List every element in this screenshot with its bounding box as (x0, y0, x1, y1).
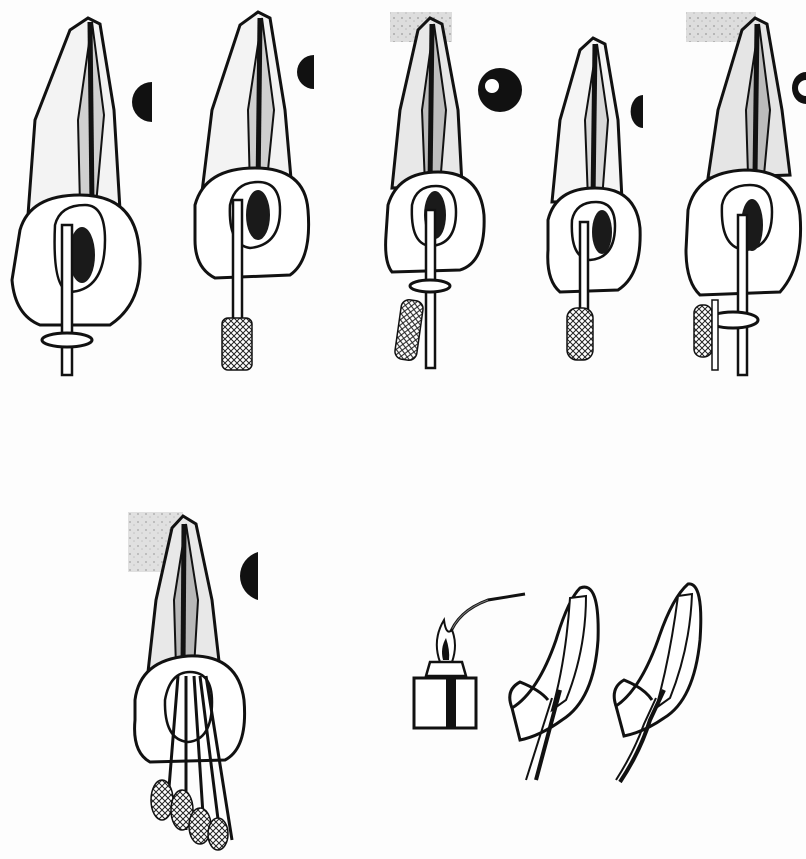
panel-6 (128, 512, 258, 850)
panel-7 (414, 584, 701, 782)
panel-5 (686, 12, 806, 375)
heat-carrier-instrument (448, 594, 525, 640)
cross-section-3 (478, 68, 522, 112)
cross-section-5 (792, 72, 806, 104)
tooth-root-3 (392, 18, 462, 188)
tooth-outline-7b (614, 584, 701, 782)
tooth-root-4 (552, 38, 622, 202)
rubber-dam-clamp-1 (12, 195, 140, 325)
cross-section-1 (132, 82, 152, 122)
panel-2 (195, 12, 314, 370)
tooth-root-1 (28, 18, 120, 215)
panel-4 (548, 38, 643, 360)
panel-3 (386, 12, 522, 368)
rubber-dam-clamp-4 (548, 188, 640, 292)
burner-lamp (414, 662, 476, 728)
tooth-root-2 (202, 12, 292, 192)
panel-1 (12, 18, 152, 375)
cross-section-6 (240, 552, 258, 600)
tooth-outline-7a (510, 587, 598, 780)
rubber-dam-clamp-6 (135, 656, 245, 762)
rubber-dam-clamp-2 (195, 168, 309, 278)
cross-section-4 (631, 95, 643, 128)
cross-section-2 (297, 55, 314, 89)
